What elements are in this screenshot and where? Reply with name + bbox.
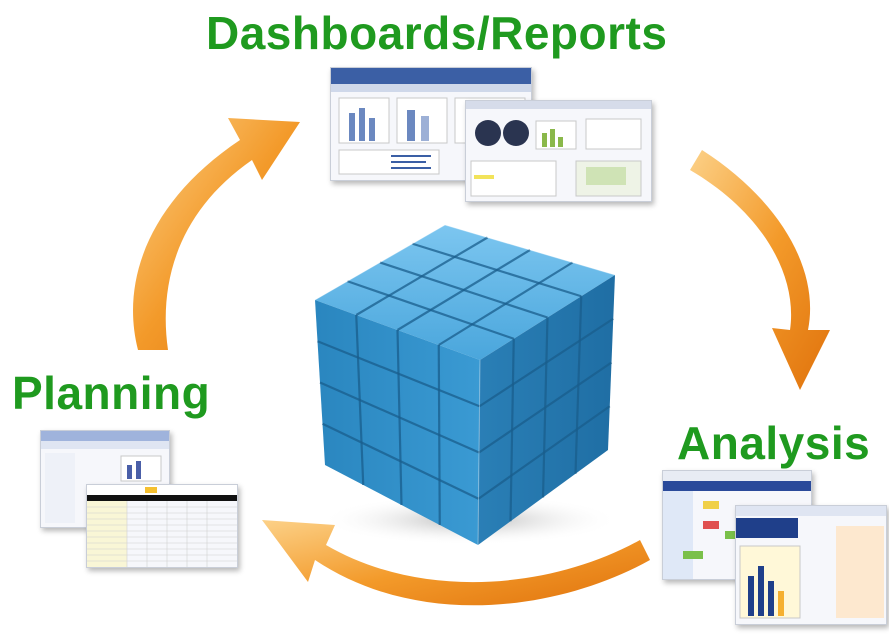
label-analysis: Analysis (677, 417, 871, 469)
label-planning: Planning (12, 367, 211, 419)
spreadsheet-grid-icon (87, 485, 237, 567)
arrow-bottom (262, 520, 650, 606)
planning-form-icon (41, 431, 169, 523)
dashboard-gauges-icon (466, 101, 651, 197)
arrow-top-left (133, 118, 300, 350)
arrow-right (690, 150, 830, 390)
analysis-grid-icon (663, 471, 811, 579)
planning-spreadsheet (86, 484, 238, 568)
analysis-chart-icon (736, 506, 886, 619)
dashboard-screenshot-2 (465, 100, 652, 202)
analysis-chart-screenshot (735, 505, 887, 625)
olap-cube-icon (314, 224, 616, 546)
label-dashboards-reports: Dashboards/Reports (206, 7, 668, 59)
